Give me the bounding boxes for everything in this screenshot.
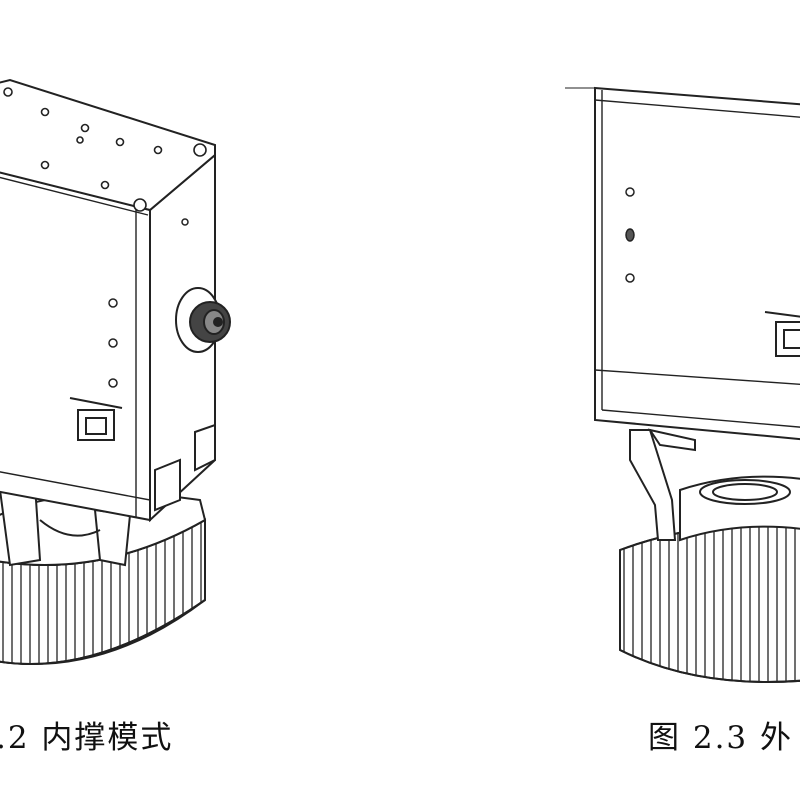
left-led-dots [108,218,189,388]
right-collar [679,475,800,542]
right-gear [619,519,800,683]
right-led-dots [625,187,635,283]
left-device-drawing [0,78,231,665]
left-label-plate [69,397,123,441]
figure-caption-right: 图 2.3 外 [648,720,794,756]
left-block-top [0,78,216,212]
left-side-ports [154,423,216,512]
left-connector [175,287,231,353]
figure-caption-left: .2 内撑模式 [0,720,174,756]
right-label-plate [764,311,800,357]
left-block-front [0,171,151,522]
right-jaw [629,428,696,541]
right-device-drawing [565,86,800,683]
left-top-screws [3,87,207,212]
right-block-front [594,86,800,441]
